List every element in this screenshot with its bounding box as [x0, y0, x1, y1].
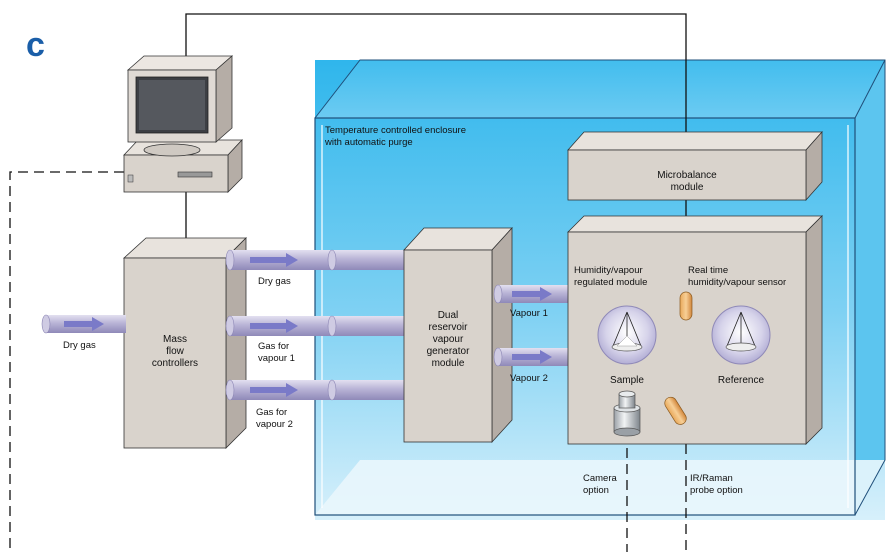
humidity-module-label: regulated module: [574, 277, 647, 288]
control-cables: [185, 13, 687, 238]
enclosure-label: Temperature controlled enclosure: [325, 125, 466, 136]
flow-arrow: [250, 253, 298, 267]
microbalance-top: [567, 131, 823, 151]
gas-vapour1-label: Gas for: [258, 341, 289, 352]
vapour-pipes: Vapour 1 Vapour 2: [493, 284, 572, 384]
generator-label: Dual: [438, 310, 459, 321]
microbalance-module: Microbalance module: [567, 130, 823, 202]
monitor-screen-glare: [139, 80, 205, 130]
enclosure-label: with automatic purge: [324, 137, 413, 148]
power-button: [127, 174, 134, 183]
generator-label: generator: [427, 346, 470, 357]
panel-letter: c: [26, 26, 45, 64]
probe-option-label: probe option: [690, 485, 743, 496]
enclosure-top-face: [315, 60, 885, 118]
camera-option-label: option: [583, 485, 609, 496]
pipe-end: [327, 315, 337, 337]
generator-label: reservoir: [429, 322, 469, 333]
monitor-side: [215, 55, 233, 143]
mass-flow-controllers-box: Mass flow controllers: [122, 237, 247, 449]
generator-label: vapour: [433, 334, 464, 345]
module-side: [805, 215, 823, 445]
data-cables-dashed: [9, 171, 687, 552]
probe-body: [664, 396, 687, 425]
dry-gas-out-label: Dry gas: [258, 276, 291, 287]
sample-label: Sample: [610, 375, 644, 386]
flow-arrow: [512, 287, 552, 301]
gas-vapour2-label: Gas for: [256, 407, 287, 418]
pipe: [332, 250, 406, 270]
sample-powder: [616, 335, 638, 347]
monitor-stand: [143, 143, 201, 157]
enclosure-floor: [315, 460, 885, 515]
generator-side: [491, 226, 513, 444]
vapour2-label: Vapour 2: [510, 373, 548, 384]
ir-raman-probe: [664, 396, 687, 425]
probe-option-label: IR/Raman: [690, 473, 733, 484]
humidity-regulated-module: Humidity/vapour regulated module Real ti…: [567, 215, 823, 445]
mfc-label: controllers: [152, 358, 198, 369]
pipe-end: [41, 314, 51, 334]
computer-workstation: [123, 55, 243, 193]
pipe: [332, 316, 406, 336]
microbalance-label: Microbalance: [657, 170, 717, 181]
reference-pan-hanger: [726, 311, 756, 347]
pipe-end: [327, 379, 337, 401]
computer-link-dashed: [9, 171, 124, 552]
monitor-top: [126, 55, 234, 71]
camera-lens-top: [618, 390, 636, 398]
microbalance-front: [567, 149, 807, 201]
humidity-sensor: [679, 291, 693, 321]
mfc-front: [123, 257, 227, 449]
pipe-end: [225, 249, 235, 271]
reference-label: Reference: [718, 375, 765, 386]
generator-front: [403, 249, 493, 443]
pipe-end: [493, 284, 503, 304]
dry-gas-inlet-pipe: Dry gas: [41, 314, 126, 351]
pipe-end: [225, 379, 235, 401]
vapour-generator-box: Dual reservoir vapour generator module: [403, 226, 513, 444]
pipe-end: [493, 347, 503, 367]
gas-vapour1-label: vapour 1: [258, 353, 295, 364]
humidity-module-label: Humidity/vapour: [574, 265, 643, 276]
pipe-end: [225, 315, 235, 337]
flow-arrow: [64, 317, 104, 331]
gas-vapour2-label: vapour 2: [256, 419, 293, 430]
computer-case-front: [123, 154, 229, 193]
camera-option-label: Camera: [583, 473, 618, 484]
floppy-drive: [177, 171, 213, 178]
microbalance-label: module: [671, 182, 704, 193]
enclosure-right-face: [855, 60, 885, 515]
reference-pan: [725, 342, 757, 352]
sensor-label: Real time: [688, 265, 728, 276]
flow-arrow: [512, 350, 552, 364]
flow-arrow: [250, 383, 298, 397]
dry-gas-inlet-label: Dry gas: [63, 340, 96, 351]
pipe: [332, 380, 406, 400]
module-top: [567, 215, 823, 233]
computer-to-microbalance-cable: [185, 13, 687, 132]
flow-arrow: [250, 319, 298, 333]
mfc-label: Mass: [163, 334, 187, 345]
enclosure-edge: [854, 59, 886, 119]
vapour1-label: Vapour 1: [510, 308, 548, 319]
mfc-label: flow: [166, 346, 185, 357]
generator-label: module: [432, 358, 465, 369]
pipe-end: [327, 249, 337, 271]
mfc-output-pipes: Dry gas Gas for vapour 1 Gas for vapour …: [225, 249, 406, 430]
sensor-label: humidity/vapour sensor: [688, 277, 786, 288]
camera-bottom: [613, 427, 641, 437]
